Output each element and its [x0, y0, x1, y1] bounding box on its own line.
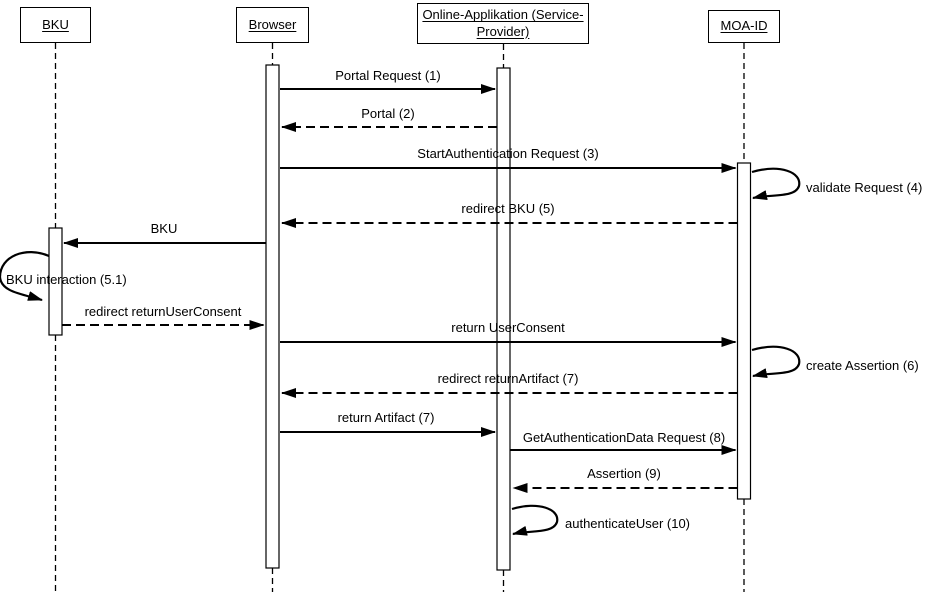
- label-return-user-consent: return UserConsent: [451, 320, 565, 335]
- actor-box-moa-id: MOA-ID: [708, 10, 780, 43]
- message-assertion: Assertion (9): [512, 466, 738, 493]
- actor-label-bku: BKU: [42, 16, 69, 32]
- message-get-authentication-data-request: GetAuthenticationData Request (8): [510, 430, 737, 455]
- message-return-artifact: return Artifact (7): [280, 410, 496, 437]
- self-loop-bku-interaction: [0, 251, 50, 302]
- label-assertion: Assertion (9): [587, 466, 661, 481]
- self-loop-authenticate-user: [511, 504, 559, 536]
- self-loop-create-assertion: [751, 345, 801, 379]
- label-create-assertion: create Assertion (6): [806, 358, 919, 373]
- message-portal: Portal (2): [281, 106, 497, 132]
- message-create-assertion: create Assertion (6): [751, 345, 919, 379]
- message-portal-request: Portal Request (1): [280, 68, 496, 94]
- label-redirect-return-user-consent: redirect returnUserConsent: [85, 304, 242, 319]
- label-return-artifact: return Artifact (7): [338, 410, 435, 425]
- activation-bku: [48, 227, 63, 336]
- label-authenticate-user: authenticateUser (10): [565, 516, 690, 531]
- activation-moa-id: [736, 162, 752, 500]
- message-start-authentication-request: StartAuthentication Request (3): [280, 146, 737, 173]
- label-validate-request: validate Request (4): [806, 180, 922, 195]
- label-bku-interaction: BKU interaction (5.1): [6, 272, 127, 287]
- label-portal: Portal (2): [361, 106, 414, 121]
- label-redirect-return-artifact: redirect returnArtifact (7): [438, 371, 579, 386]
- message-redirect-bku: redirect BKU (5): [281, 201, 738, 228]
- self-loop-validate-request: [751, 167, 801, 201]
- message-authenticate-user: authenticateUser (10): [511, 504, 690, 536]
- message-bku-interaction: BKU interaction (5.1): [0, 251, 127, 302]
- actor-box-online-app: Online-Applikation (Service-Provider): [417, 3, 589, 44]
- label-portal-request: Portal Request (1): [335, 68, 441, 83]
- label-redirect-bku: redirect BKU (5): [461, 201, 554, 216]
- actor-label-moa-id: MOA-ID: [720, 18, 768, 34]
- label-start-authentication-request: StartAuthentication Request (3): [417, 146, 598, 161]
- actor-label-online-app: Online-Applikation (Service-Provider): [422, 7, 584, 39]
- activation-browser: [265, 64, 280, 569]
- message-return-user-consent: return UserConsent: [280, 320, 737, 347]
- activation-online-app: [496, 67, 511, 571]
- actor-box-bku: BKU: [20, 7, 91, 43]
- message-redirect-return-user-consent: redirect returnUserConsent: [62, 304, 265, 330]
- message-validate-request: validate Request (4): [751, 167, 922, 201]
- label-bku: BKU: [151, 221, 178, 236]
- label-get-authentication-data-request: GetAuthenticationData Request (8): [523, 430, 725, 445]
- message-bku: BKU: [63, 221, 266, 248]
- message-redirect-return-artifact: redirect returnArtifact (7): [281, 371, 738, 398]
- actor-label-browser: Browser: [248, 16, 297, 32]
- actor-box-browser: Browser: [236, 7, 309, 43]
